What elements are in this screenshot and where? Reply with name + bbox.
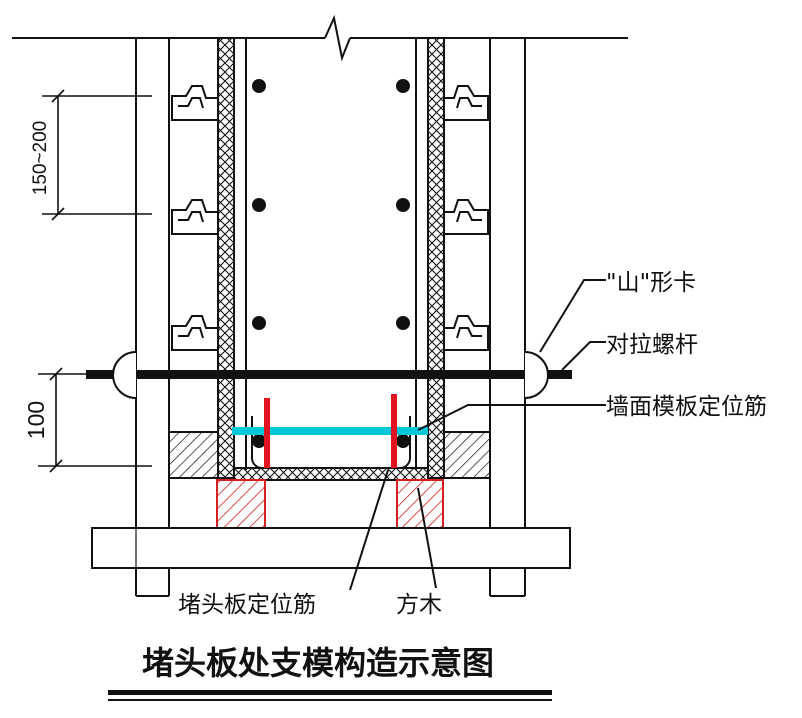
- bottom-beam: [91, 527, 571, 569]
- label-stop-board-positioning-bar: 堵头板定位筋: [178, 592, 316, 618]
- dimension-spacing-label: 150~200: [30, 121, 51, 196]
- shan-clips-left: [171, 85, 219, 351]
- washer-right: [524, 351, 549, 399]
- label-square-timber: 方木: [396, 592, 442, 618]
- dimension-height: [38, 367, 152, 473]
- stop-board: [233, 467, 429, 481]
- stirrup: [251, 416, 411, 469]
- label-wall-positioning-bar: 墙面模板定位筋: [606, 394, 767, 420]
- tie-rod: [86, 370, 572, 379]
- dimension-height-label: 100: [23, 401, 49, 439]
- break-line: [12, 14, 628, 62]
- diagram-title: 堵头板处支模构造示意图: [142, 644, 494, 682]
- support-posts: [135, 38, 526, 597]
- stop-board-positioning-bar-right: [391, 394, 397, 468]
- shan-clips-right: [443, 85, 489, 351]
- stop-board-positioning-bar-left: [264, 398, 270, 468]
- label-shan-clip: "山"形卡: [606, 270, 696, 296]
- label-tie-rod: 对拉螺杆: [606, 332, 698, 358]
- rebar-dots: [252, 79, 410, 448]
- washer-left: [112, 351, 137, 399]
- square-timber-left: [216, 479, 266, 529]
- dimension-spacing: [42, 89, 152, 221]
- leader-lines: [349, 279, 606, 591]
- side-timber-right: [443, 431, 491, 479]
- side-timber-left: [168, 431, 219, 479]
- left-wall-formwork: [217, 37, 235, 479]
- wall-positioning-bar: [232, 427, 428, 435]
- right-wall-formwork: [427, 37, 445, 479]
- title-underline: [108, 690, 552, 701]
